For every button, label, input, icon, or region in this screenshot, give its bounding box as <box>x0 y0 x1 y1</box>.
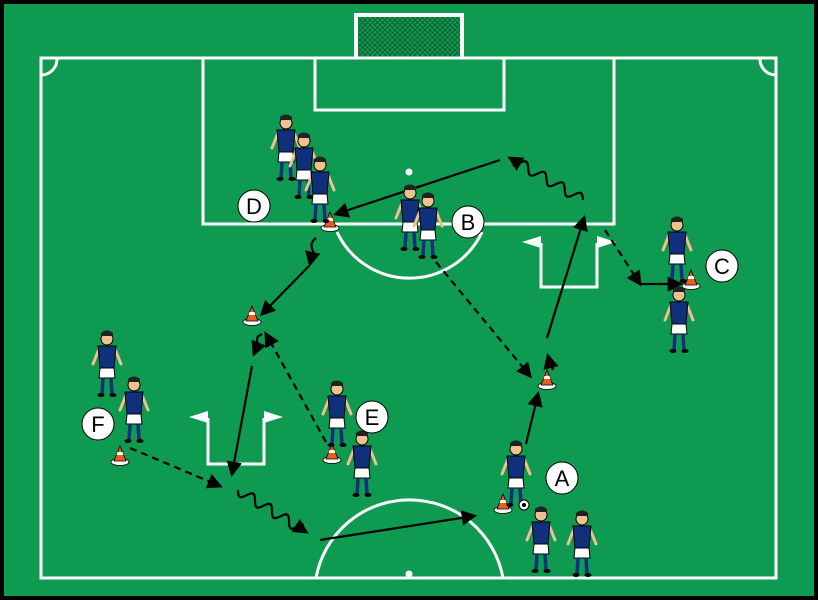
dribble-arrow <box>543 353 559 371</box>
run-arrow <box>129 446 223 489</box>
player <box>566 510 598 577</box>
player <box>118 376 150 443</box>
player <box>321 380 353 447</box>
cone <box>537 368 557 390</box>
pass-arrow <box>259 265 310 317</box>
cones <box>110 210 701 514</box>
label-b-text: B <box>461 210 476 235</box>
pass-arrow <box>524 391 543 445</box>
mini-goal-top <box>522 236 616 289</box>
player <box>91 330 123 397</box>
center-spot <box>405 570 413 578</box>
player <box>412 192 444 259</box>
dribble-arrow <box>236 489 309 534</box>
player <box>304 156 336 223</box>
station-label-d: D <box>237 189 271 223</box>
cone <box>322 442 342 464</box>
corner-arc-right <box>758 57 777 77</box>
pitch-surface <box>4 4 814 596</box>
station-label-f: F <box>81 407 115 441</box>
player <box>663 286 695 353</box>
dribble-arrow <box>305 237 321 268</box>
ball <box>518 499 530 511</box>
player <box>525 506 557 573</box>
station-label-c: C <box>705 249 739 283</box>
player <box>661 216 693 283</box>
label-a-text: A <box>555 466 570 491</box>
cone <box>110 444 130 466</box>
run-arrow <box>264 331 327 443</box>
label-f-text: F <box>91 412 104 437</box>
player <box>270 114 302 181</box>
cone <box>681 268 701 290</box>
pass-arrow <box>545 215 588 339</box>
pass-arrow <box>226 365 254 478</box>
cone <box>493 492 513 514</box>
station-label-b: B <box>451 205 485 239</box>
pass-arrow <box>333 158 501 218</box>
label-c-text: C <box>714 254 730 279</box>
corner-arc-left <box>40 57 59 77</box>
label-e-text: E <box>365 405 380 430</box>
penalty-spot <box>405 168 413 176</box>
dribble-arrow <box>251 333 266 357</box>
run-arrow <box>435 261 532 379</box>
pass-arrow <box>319 510 478 542</box>
station-label-a: A <box>545 461 579 495</box>
center-circle <box>314 498 505 579</box>
cone <box>242 304 262 326</box>
player <box>500 440 532 507</box>
run-arrow <box>604 229 642 287</box>
penalty-arc <box>335 231 484 280</box>
movement-arrows <box>129 156 684 542</box>
players <box>91 114 695 577</box>
dribble-arrow <box>507 156 585 201</box>
player <box>346 430 378 497</box>
station-label-e: E <box>355 400 389 434</box>
goal <box>354 13 464 59</box>
goal-box <box>313 56 506 112</box>
label-d-text: D <box>246 194 262 219</box>
